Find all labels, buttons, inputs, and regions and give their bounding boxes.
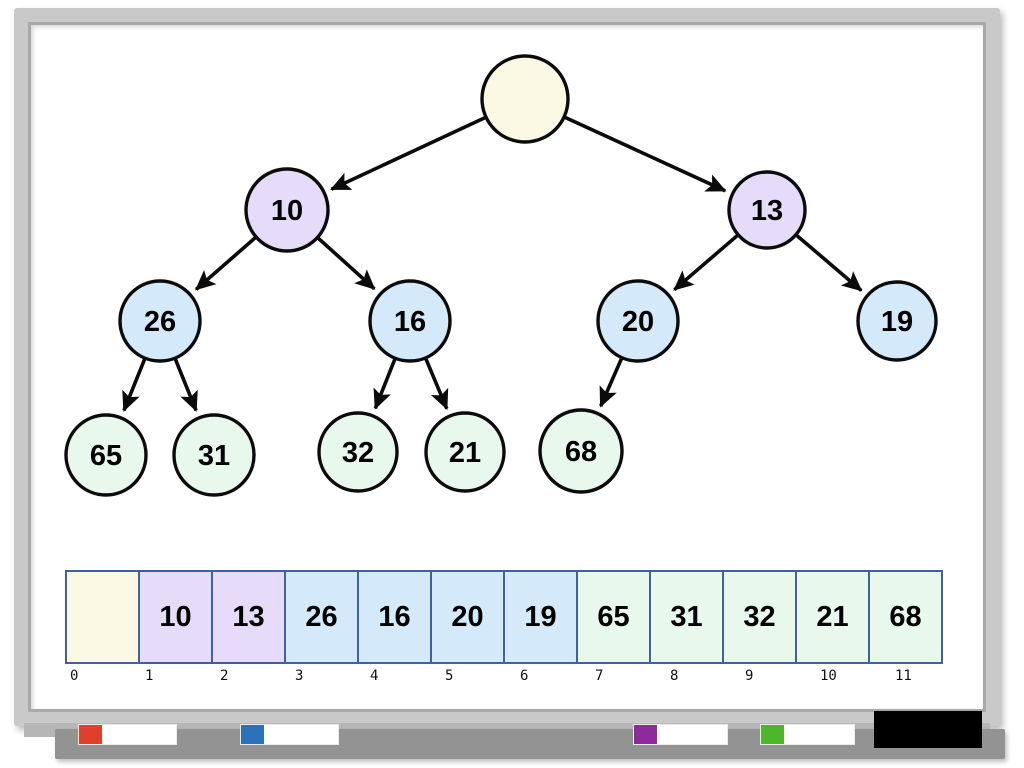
array-index-label-2: 2 — [220, 668, 229, 684]
red-marker-cap — [79, 725, 102, 744]
marker-tray — [55, 729, 1005, 759]
blue-marker[interactable] — [240, 724, 339, 745]
green-marker[interactable] — [760, 724, 855, 745]
blue-marker-cap — [241, 725, 264, 744]
array-cell-8[interactable]: 31 — [649, 570, 724, 664]
array-index-row: 0 1 2 3 4 5 6 7 8 9 10 11 — [65, 668, 965, 684]
green-marker-cap — [761, 725, 784, 744]
array-cell-7[interactable]: 65 — [576, 570, 651, 664]
red-marker[interactable] — [78, 724, 177, 745]
array-index-label-10: 10 — [820, 668, 837, 684]
array-index-label-1: 1 — [145, 668, 154, 684]
array-index-label-3: 3 — [295, 668, 304, 684]
array-index-label-4: 4 — [370, 668, 379, 684]
array-cell-11[interactable]: 68 — [868, 570, 943, 664]
array-cell-3[interactable]: 26 — [284, 570, 359, 664]
array-cell-4[interactable]: 16 — [357, 570, 432, 664]
array-cell-2[interactable]: 13 — [211, 570, 286, 664]
array-index-label-6: 6 — [520, 668, 529, 684]
array-cell-0[interactable] — [65, 570, 140, 664]
array-cell-6[interactable]: 19 — [503, 570, 578, 664]
array-index-label-11: 11 — [895, 668, 912, 684]
eraser[interactable] — [874, 711, 982, 748]
array-index-label-7: 7 — [595, 668, 604, 684]
array-cell-9[interactable]: 32 — [722, 570, 797, 664]
array-index-label-5: 5 — [445, 668, 454, 684]
array-cell-1[interactable]: 10 — [138, 570, 213, 664]
purple-marker[interactable] — [633, 724, 728, 745]
array-index-label-9: 9 — [745, 668, 754, 684]
purple-marker-cap — [634, 725, 657, 744]
array-index-label-8: 8 — [670, 668, 679, 684]
array-index-label-0: 0 — [70, 668, 79, 684]
array-cell-10[interactable]: 21 — [795, 570, 870, 664]
array-cell-5[interactable]: 20 — [430, 570, 505, 664]
